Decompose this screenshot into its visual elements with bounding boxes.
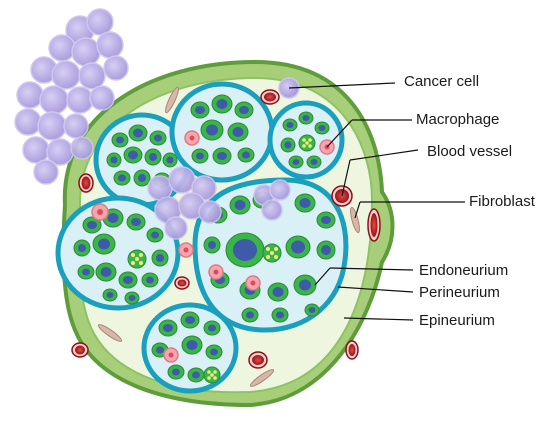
label-epineurium: Epineurium	[419, 312, 495, 329]
label-fibroblast: Fibroblast	[469, 193, 535, 210]
epineurium-macrophages	[91, 203, 194, 258]
leader-lines	[288, 82, 465, 321]
fascicle-left	[55, 195, 181, 311]
label-endoneurium: Endoneurium	[419, 262, 509, 279]
label-perineurium: Perineurium	[419, 284, 500, 301]
label-cancer-cell: Cancer cell	[404, 73, 480, 90]
fascicle-bottom	[141, 302, 239, 394]
blood-vessels	[71, 89, 381, 369]
fibroblasts	[97, 86, 360, 387]
cancer-cells	[14, 8, 291, 240]
label-macrophage: Macrophage	[416, 111, 500, 128]
fascicle-top-right	[267, 100, 345, 180]
fascicle-top-center	[169, 81, 275, 183]
label-blood-vessel: Blood vessel	[427, 143, 513, 160]
fibroblast	[350, 206, 360, 234]
